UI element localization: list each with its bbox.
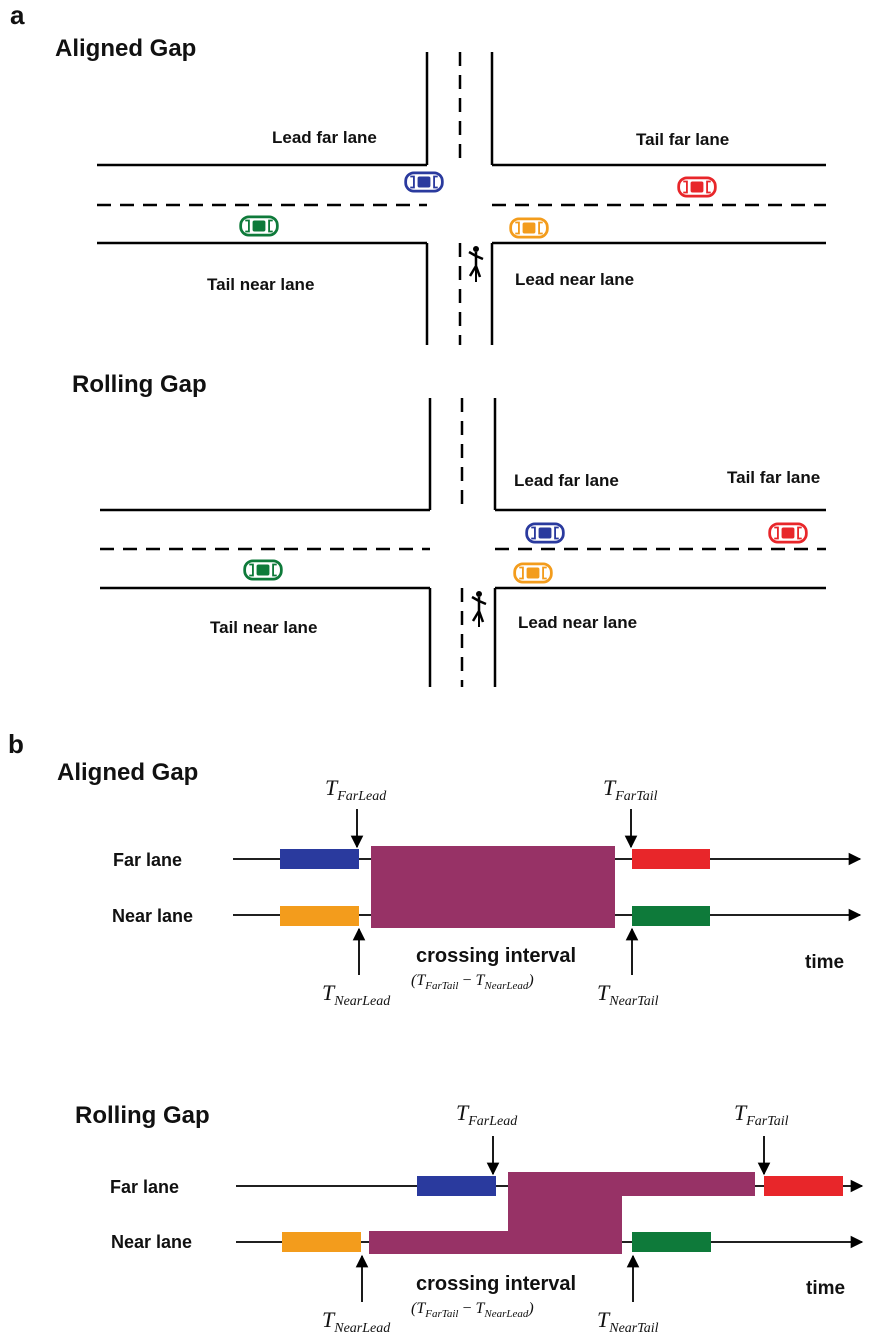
- t-near-lead-label: TNearLead: [322, 1307, 391, 1336]
- car-icon-green: [243, 559, 283, 581]
- car-icon-red: [768, 522, 808, 544]
- t-far-tail-label: TFarTail: [734, 1100, 789, 1129]
- car-icon-blue: [404, 171, 444, 193]
- rolling-gap-intersection: Rolling Gap Lead far lane Tail far lane …: [72, 371, 826, 687]
- tail-far-lane-label: Tail far lane: [727, 468, 820, 487]
- lead-far-lane-label: Lead far lane: [514, 471, 619, 490]
- lead-near-lane-label: Lead near lane: [518, 613, 637, 632]
- t-far-tail-label: TFarTail: [603, 775, 658, 804]
- crossing-interval-formula: (TFarTail − TNearLead): [411, 1300, 534, 1320]
- car-icon-orange: [513, 562, 553, 584]
- pedestrian-icon: [470, 589, 488, 629]
- t-near-tail-label: TNearTail: [597, 1307, 659, 1336]
- pedestrian-icon: [467, 244, 485, 284]
- lead-near-lane-label: Lead near lane: [515, 270, 634, 289]
- far-lead-bar: [417, 1176, 496, 1196]
- far-tail-bar: [632, 849, 710, 869]
- crossing-interval-block: [371, 846, 615, 928]
- far-lane-label: Far lane: [113, 850, 182, 870]
- t-near-lead-label: TNearLead: [322, 980, 391, 1009]
- tail-near-lane-label: Tail near lane: [210, 618, 317, 637]
- near-lane-label: Near lane: [111, 1232, 192, 1252]
- lead-far-lane-label: Lead far lane: [272, 128, 377, 147]
- panel-a-letter: a: [10, 0, 25, 30]
- t-far-lead-label: TFarLead: [456, 1100, 518, 1129]
- t-far-lead-label: TFarLead: [325, 775, 387, 804]
- near-lane-label: Near lane: [112, 906, 193, 926]
- far-lead-bar: [280, 849, 359, 869]
- crossing-interval-formula: (TFarTail − TNearLead): [411, 972, 534, 992]
- near-lead-bar: [282, 1232, 361, 1252]
- rolling-gap-title: Rolling Gap: [72, 371, 207, 398]
- aligned-gap-title: Aligned Gap: [55, 35, 196, 62]
- rolling-gap-timeline: Rolling Gap Far lane Near lane TFarLead …: [75, 1100, 864, 1336]
- car-icon-blue: [525, 522, 565, 544]
- near-tail-bar: [632, 1232, 711, 1252]
- car-icon-red: [677, 176, 717, 198]
- near-tail-bar: [632, 906, 710, 926]
- tail-near-lane-label: Tail near lane: [207, 275, 314, 294]
- car-icon-orange: [509, 217, 549, 239]
- t-near-tail-label: TNearTail: [597, 980, 659, 1009]
- aligned-gap-timeline: Aligned Gap Far lane Near lane TFarLead …: [57, 759, 862, 1009]
- near-lead-bar: [280, 906, 359, 926]
- crossing-interval-label: crossing interval: [416, 945, 576, 967]
- panel-b-letter: b: [8, 729, 24, 759]
- car-icon-green: [239, 215, 279, 237]
- crossing-interval-label: crossing interval: [416, 1273, 576, 1295]
- tail-far-lane-label: Tail far lane: [636, 130, 729, 149]
- far-lane-label: Far lane: [110, 1177, 179, 1197]
- far-tail-bar: [764, 1176, 843, 1196]
- aligned-gap-title: Aligned Gap: [57, 759, 198, 786]
- time-axis-label: time: [805, 952, 844, 973]
- time-axis-label: time: [806, 1278, 845, 1299]
- crossing-interval-block: [369, 1172, 755, 1254]
- aligned-gap-intersection: Aligned Gap Lead far lane Tail far lane …: [55, 35, 826, 345]
- rolling-gap-title: Rolling Gap: [75, 1102, 210, 1129]
